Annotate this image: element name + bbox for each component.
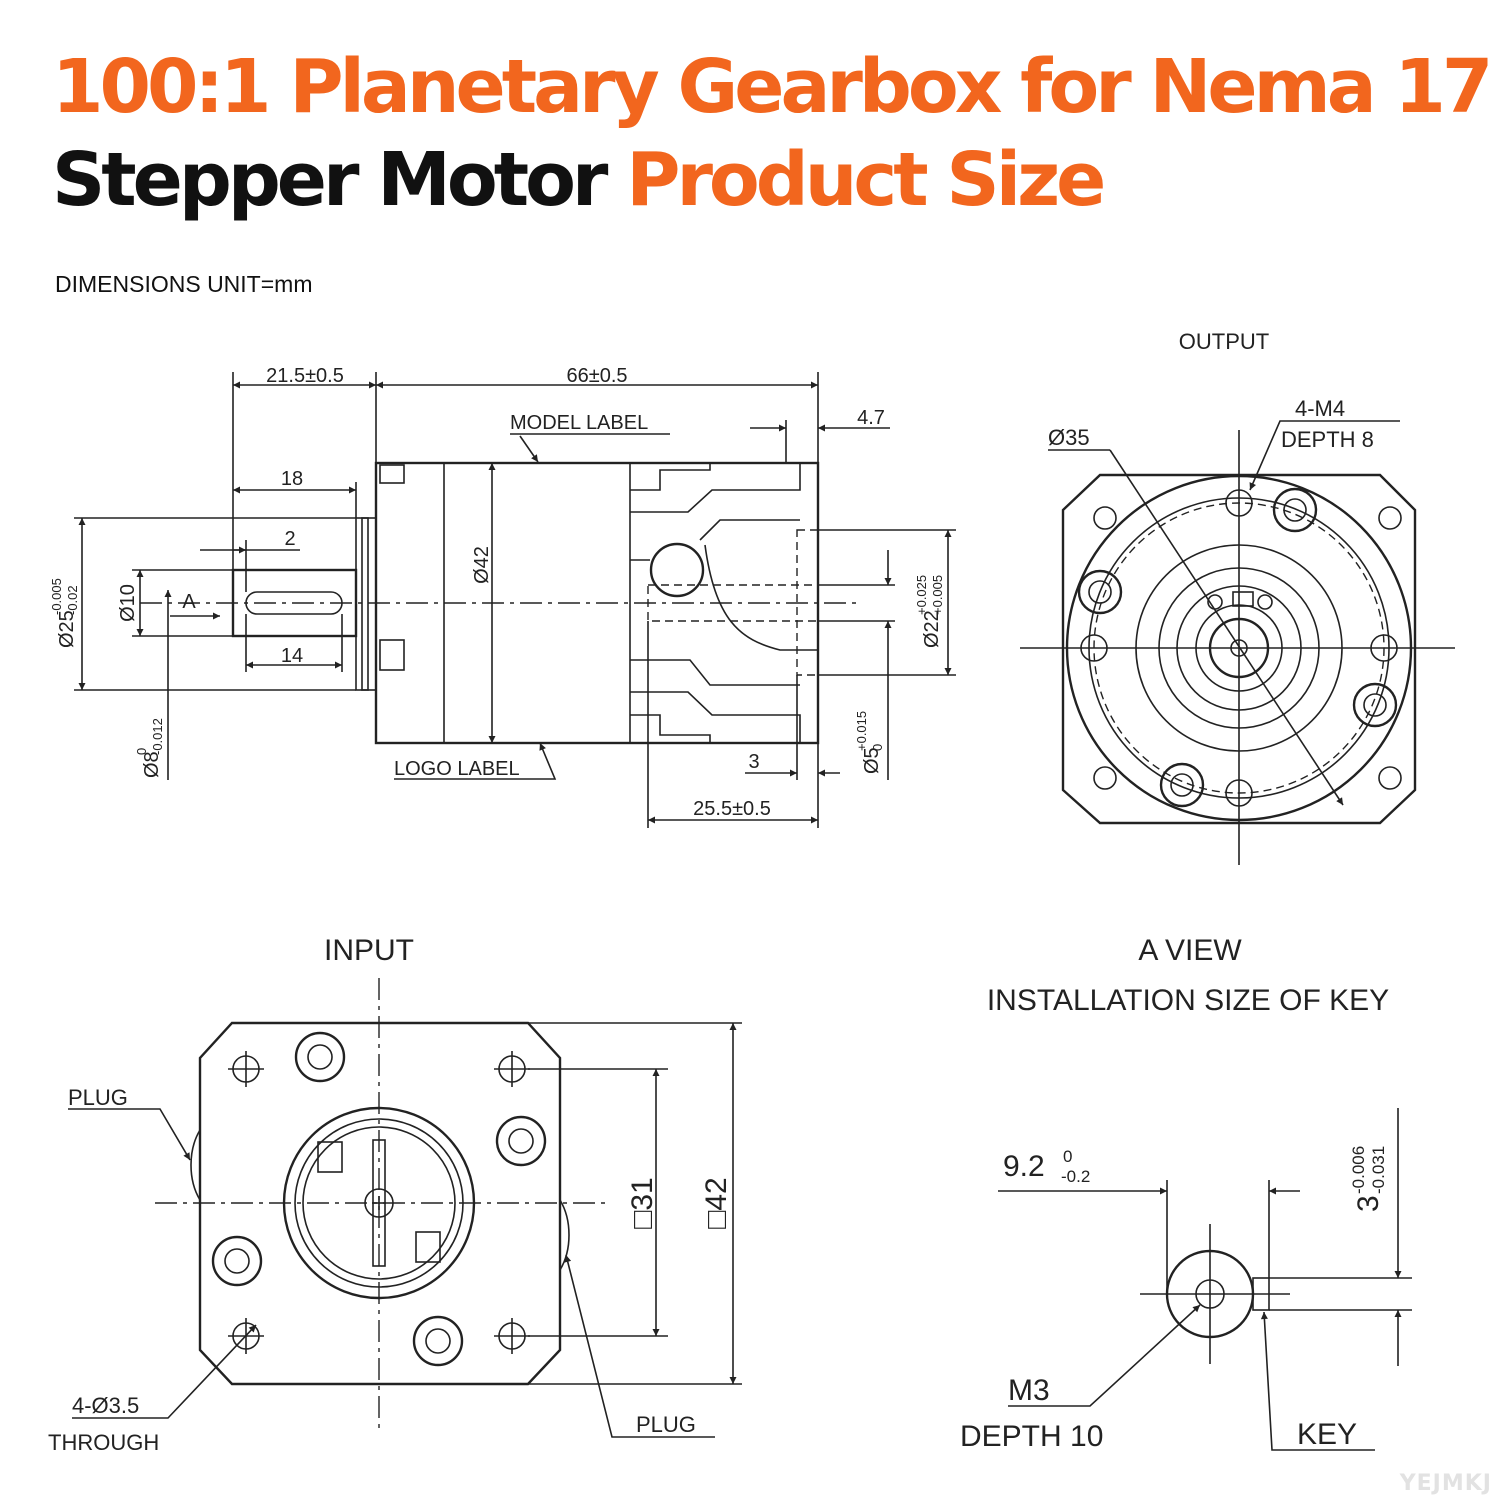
input-clamp-tab	[317, 1141, 343, 1173]
dim-9-2-tol: 9.2 0 -0.2	[1003, 1147, 1090, 1186]
output-socket-screws	[1077, 487, 1398, 808]
dimensions-unit-note: DIMENSIONS UNIT=mm	[55, 271, 313, 297]
svg-text:0: 0	[1063, 1147, 1072, 1166]
svg-text:-0.006: -0.006	[1349, 1146, 1368, 1194]
dim-2: 2	[284, 528, 295, 550]
input-plug-left-bump	[190, 1129, 201, 1201]
svg-text:9.2: 9.2	[1003, 1150, 1045, 1183]
input-view: INPUT □31	[48, 934, 742, 1455]
svg-text:-0.005: -0.005	[49, 578, 64, 615]
dim-square-42: □42	[700, 1177, 733, 1229]
output-flange-profile	[630, 463, 818, 743]
dim-dia-22-tol: Ø22 +0.025 +0.005	[914, 575, 945, 648]
bottom-screw-head	[379, 639, 405, 671]
input-heading: INPUT	[324, 934, 414, 967]
input-plug-right-bump	[559, 1199, 570, 1271]
svg-text:-0.012: -0.012	[150, 718, 165, 755]
input-holes-line-2: THROUGH	[48, 1430, 159, 1455]
svg-text:3: 3	[1352, 1195, 1385, 1212]
key-callout: KEY	[1297, 1418, 1357, 1451]
input-socket-screws	[211, 1031, 547, 1367]
title-line-2: Stepper Motor Product Size	[52, 143, 1106, 217]
dim-dia-42: Ø42	[471, 546, 493, 584]
output-view: OUTPUT	[1020, 329, 1455, 865]
svg-text:0: 0	[870, 744, 885, 751]
section-a-label: A	[182, 591, 196, 613]
dim-3-tol: 3 -0.006 -0.031	[1349, 1146, 1388, 1212]
a-view: A VIEW INSTALLATION SIZE OF KEY 9.2 0 -0…	[960, 934, 1412, 1453]
a-view-subheading: INSTALLATION SIZE OF KEY	[987, 984, 1389, 1017]
plug-left-callout: PLUG	[68, 1085, 128, 1110]
dim-18: 18	[281, 468, 303, 490]
m3-callout-line-1: M3	[1008, 1374, 1050, 1407]
output-heading: OUTPUT	[1179, 329, 1269, 354]
dim-66: 66±0.5	[566, 365, 627, 387]
title-black-part: Stepper Motor	[52, 137, 608, 223]
top-screw-head	[379, 464, 405, 484]
input-holes-line-1: 4-Ø3.5	[72, 1393, 139, 1418]
a-view-heading: A VIEW	[1138, 934, 1242, 967]
dim-4-7: 4.7	[857, 407, 885, 429]
svg-text:Ø25: Ø25	[56, 610, 78, 648]
m3-callout-line-2: DEPTH 10	[960, 1420, 1103, 1453]
output-holes-line-1: 4-M4	[1295, 396, 1345, 421]
side-view: 21.5±0.5 66±0.5 4.7 18 2 14 3 25.5±0.5 A…	[49, 365, 956, 828]
svg-text:Ø5: Ø5	[861, 747, 883, 774]
svg-text:+0.015: +0.015	[854, 711, 869, 751]
dim-dia-5-tol: Ø5 +0.015 0	[854, 711, 885, 774]
output-flange-square	[1061, 473, 1417, 825]
svg-text:+0.005: +0.005	[930, 575, 945, 615]
input-bore-inner	[302, 1126, 456, 1280]
dim-3: 3	[748, 751, 759, 773]
svg-text:+0.025: +0.025	[914, 575, 929, 615]
title-orange-part: Product Size	[626, 137, 1106, 223]
svg-text:-0.02: -0.02	[65, 585, 80, 615]
dim-25-5: 25.5±0.5	[693, 798, 771, 820]
output-holes-line-2: DEPTH 8	[1281, 427, 1374, 452]
logo-label-callout: LOGO LABEL	[394, 758, 520, 780]
input-flange-plate	[355, 517, 377, 691]
dim-dia-35: Ø35	[1048, 425, 1090, 450]
dim-dia-10: Ø10	[117, 584, 139, 622]
input-through-holes	[228, 1051, 530, 1354]
side-plug-circle	[649, 542, 705, 598]
svg-text:Ø22: Ø22	[921, 610, 943, 648]
dim-dia-25-tol: Ø25 -0.005 -0.02	[49, 578, 80, 648]
dim-square-31: □31	[626, 1177, 659, 1229]
svg-text:0: 0	[134, 748, 149, 755]
model-label-callout: MODEL LABEL	[510, 412, 648, 434]
svg-text:Ø8: Ø8	[141, 751, 163, 778]
dim-dia-8-tol: Ø8 0 -0.012	[134, 718, 165, 778]
output-key	[1232, 591, 1254, 607]
svg-text:-0.031: -0.031	[1369, 1146, 1388, 1194]
dim-21-5: 21.5±0.5	[266, 365, 344, 387]
dim-14: 14	[281, 645, 303, 667]
plug-right-callout: PLUG	[636, 1412, 696, 1437]
watermark-logo: YEJMKJ	[1399, 1471, 1492, 1496]
svg-text:-0.2: -0.2	[1061, 1167, 1090, 1186]
title-line-1: 100:1 Planetary Gearbox for Nema 17	[52, 44, 1493, 130]
